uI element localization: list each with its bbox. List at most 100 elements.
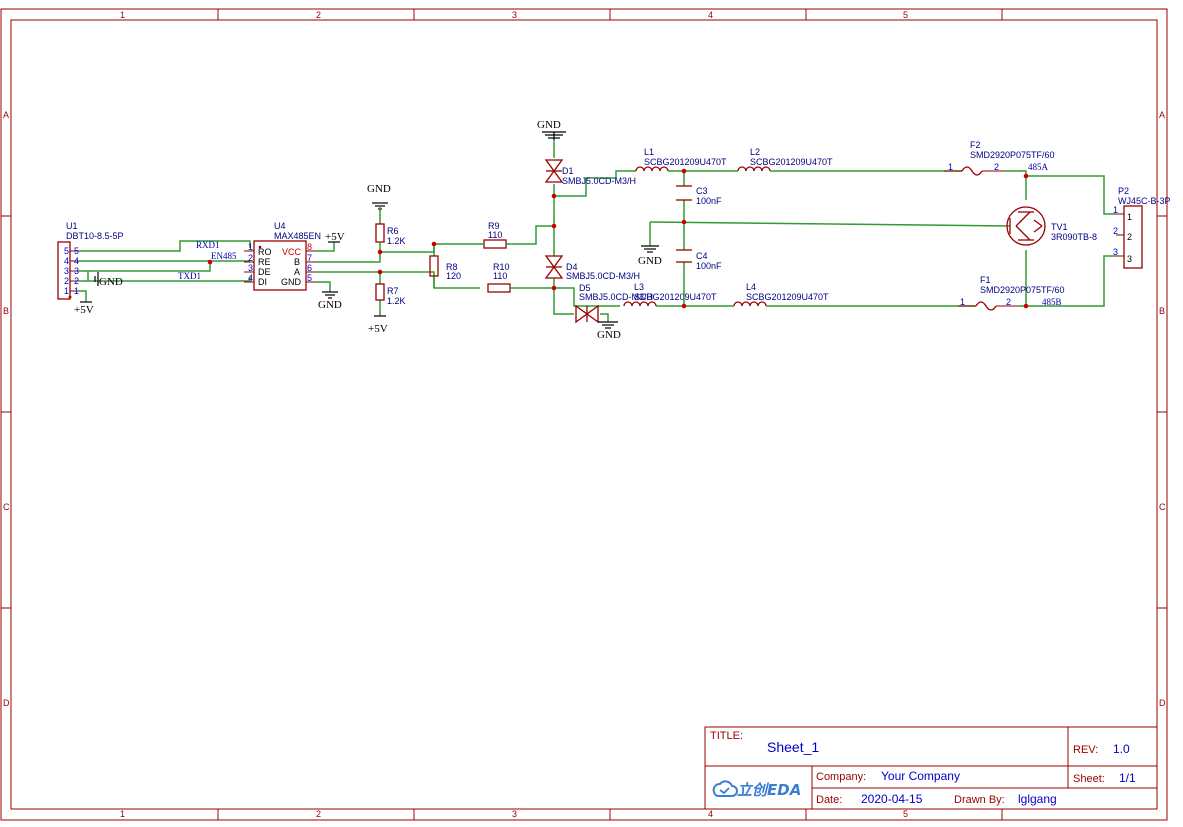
resistor-r9[interactable]: R9 110 [483, 221, 507, 249]
u1-pin-num: 1 [74, 286, 79, 296]
resistor-r10[interactable]: R10 110 [487, 262, 511, 293]
u1-wires [78, 240, 251, 302]
c3-value: 100nF [696, 196, 722, 206]
gnd-label: GND [638, 255, 662, 267]
u1-pin: 1 [64, 286, 69, 296]
u4-pin-num: 8 [307, 242, 312, 252]
eda-logo: 立创EDA [712, 780, 801, 799]
l4-ref: L4 [746, 282, 756, 292]
tvs-diode-d4[interactable]: D4 SMBJ5.0CD-M3/H [544, 255, 640, 281]
r7-value: 1.2K [387, 296, 406, 306]
company-label: Company: [816, 771, 866, 783]
p2-pin-name: 1 [1127, 212, 1132, 222]
fuse-f2[interactable]: 1 2 F2 SMD2920P075TF/60 485A [944, 140, 1055, 176]
grid-labels: 1 2 3 4 5 1 2 3 4 5 A B C D A B C D [3, 10, 1166, 819]
u4-pin-num: 5 [307, 273, 312, 283]
p2-pin-name: 2 [1127, 232, 1132, 242]
vcc-label: +5V [74, 304, 94, 316]
title-value: Sheet_1 [767, 739, 819, 755]
sheet-value: 1/1 [1119, 771, 1136, 785]
capacitor-c3[interactable]: C3 100nF [676, 185, 722, 206]
row-label: D [3, 698, 10, 708]
r10-ref: R10 [493, 262, 510, 272]
col-label: 4 [708, 809, 713, 819]
f2-value: SMD2920P075TF/60 [970, 150, 1055, 160]
c4-value: 100nF [696, 261, 722, 271]
gnd-label: GND [318, 299, 342, 311]
tv1-ref: TV1 [1051, 222, 1068, 232]
inductor-l4[interactable]: L4 SCBG201209U470T [733, 282, 829, 307]
date-label: Date: [816, 794, 842, 806]
u4-pin-name: A [294, 267, 300, 277]
u1-pin: 3 [64, 266, 69, 276]
u4-pin-num: 4 [248, 273, 253, 283]
p2-ref: P2 [1118, 186, 1129, 196]
col-label: 1 [120, 809, 125, 819]
net-label-485a: 485A [1028, 162, 1049, 172]
date-value: 2020-04-15 [861, 792, 923, 806]
title-block: TITLE: Sheet_1 REV: 1.0 Company: Your Co… [704, 726, 1158, 810]
p2-pin: 2 [1113, 226, 1118, 236]
fuse-f1[interactable]: 1 2 F1 SMD2920P075TF/60 485B [958, 275, 1065, 311]
u4-value: MAX485EN [274, 231, 321, 241]
u4-pin-name: RO [258, 247, 272, 257]
row-label: D [1159, 698, 1166, 708]
resistor-r7[interactable]: +5V R7 1.2K [368, 283, 406, 335]
f1-pin: 2 [1006, 297, 1011, 307]
net-label-rxd1: RXD1 [196, 240, 220, 250]
f2-pin: 1 [948, 162, 953, 172]
f2-ref: F2 [970, 140, 981, 150]
r8-ref: R8 [446, 262, 458, 272]
net-label-485b: 485B [1042, 297, 1062, 307]
row-label: B [1159, 306, 1165, 316]
title-label: TITLE: [710, 730, 743, 742]
u1-pin-num: 5 [74, 246, 79, 256]
right-wires [649, 170, 1116, 307]
u1-connector[interactable]: U1 DBT10-8.5-5P 5 4 3 2 1 5 4 3 2 1 [57, 221, 124, 300]
p2-pin: 1 [1113, 205, 1118, 215]
row-label: C [1159, 502, 1166, 512]
l1-value: SCBG201209U470T [644, 157, 727, 167]
u1-pin-num: 3 [74, 266, 79, 276]
f2-pin: 2 [994, 162, 999, 172]
r7-ref: R7 [387, 286, 399, 296]
col-label: 1 [120, 10, 125, 20]
col-label: 4 [708, 10, 713, 20]
gnd-label: GND [537, 119, 561, 131]
tvs-diode-d1[interactable]: GND D1 SMBJ5.0CD-M3/H [537, 119, 636, 186]
company-value: Your Company [881, 769, 960, 783]
l4-value: SCBG201209U470T [746, 292, 829, 302]
row-label: A [1159, 110, 1165, 120]
u4-wires [316, 218, 480, 316]
row-label: A [3, 110, 9, 120]
net-label-en485: EN485 [211, 251, 237, 261]
resistor-r8[interactable]: R8 120 [429, 255, 461, 281]
u1-pin: 4 [64, 256, 69, 266]
gas-discharge-tube-tv1[interactable]: TV1 3R090TB-8 [1006, 206, 1097, 246]
capacitor-c4[interactable]: C4 100nF [676, 249, 722, 271]
gnd-symbol: GND [638, 245, 662, 267]
c4-ref: C4 [696, 251, 708, 261]
d1-ref: D1 [562, 166, 574, 176]
inductor-l2[interactable]: L2 SCBG201209U470T [737, 147, 833, 172]
p2-connector[interactable]: P2 WJ45C-B-3P 1 2 3 1 2 3 [1113, 186, 1171, 269]
u4-pin-name: DE [258, 267, 271, 277]
col-label: 3 [512, 10, 517, 20]
col-label: 3 [512, 809, 517, 819]
col-label: 5 [903, 809, 908, 819]
col-label: 2 [316, 10, 321, 20]
u4-pin-name: B [294, 257, 300, 267]
inductor-l1[interactable]: L1 SCBG201209U470T [635, 147, 727, 172]
tvs-diode-d5[interactable]: GND D5 SMBJ5.0CD-M3/H [575, 283, 653, 341]
resistor-r6[interactable]: GND R6 1.2K [367, 183, 406, 252]
u1-pin: 5 [64, 246, 69, 256]
gnd-label: GND [99, 276, 123, 288]
p2-pin-name: 3 [1127, 254, 1132, 264]
p2-pin: 3 [1113, 247, 1118, 257]
logo-text: 立创EDA [737, 781, 801, 799]
u4-transceiver[interactable]: U4 MAX485EN RO RE DE DI VCC B A GND 1 2 … [244, 221, 321, 291]
sheet-label: Sheet: [1073, 773, 1105, 785]
inductor-l3[interactable]: L3 SCBG201209U470T [623, 282, 717, 307]
row-label: B [3, 306, 9, 316]
